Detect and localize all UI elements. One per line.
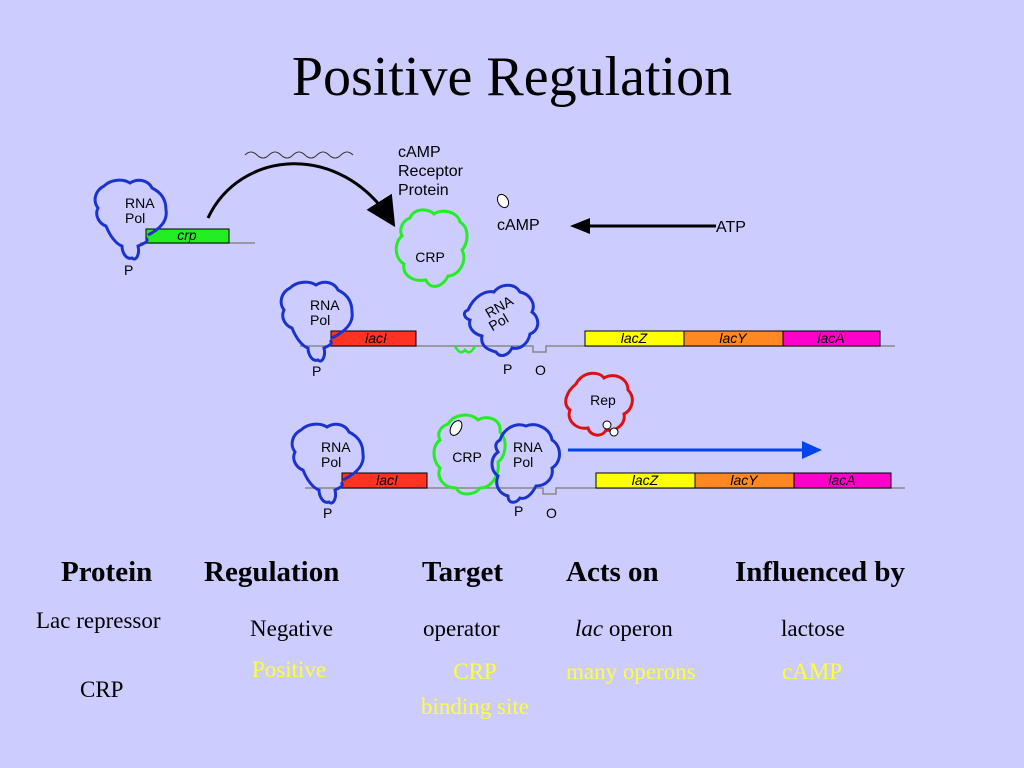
crp-gene-row: crp RNA Pol P xyxy=(93,151,396,278)
crp-site-fragment xyxy=(453,345,477,354)
promoter-label: P xyxy=(323,505,332,521)
rna-pol-blob-lac xyxy=(462,283,540,357)
cell-regulation-positive: Positive xyxy=(252,657,327,682)
inducer-icon xyxy=(602,420,612,430)
operator-notch xyxy=(540,487,905,495)
rna-pol-blob-laci xyxy=(290,422,365,505)
laca-gene-box xyxy=(793,472,892,489)
lacy-label: lacY xyxy=(719,330,748,346)
rna-pol-label-2: Pol xyxy=(125,210,145,226)
lac-operon-row-1: lacI lacZ lacY lacA RNA Pol P RNA Pol P … xyxy=(279,280,895,379)
cell-regulation-negative: Negative xyxy=(250,616,334,641)
operator-notch xyxy=(530,345,895,353)
camp-molecule-icon xyxy=(449,420,463,436)
camp-molecule-icon xyxy=(496,193,510,209)
operator-label: O xyxy=(546,505,557,521)
expression-arrow xyxy=(206,162,396,228)
lacy-label: lacY xyxy=(730,472,759,488)
rna-pol-blob-laci xyxy=(279,280,354,363)
cell-influenced-lactose: lactose xyxy=(781,616,845,641)
promoter-label: P xyxy=(514,503,523,519)
laci-label: lacI xyxy=(365,330,387,346)
rna-pol-label-1: RNA xyxy=(513,439,543,455)
mrna-wave xyxy=(244,151,354,159)
crp-label: CRP xyxy=(452,449,482,465)
rna-pol-label-2: Pol xyxy=(321,454,341,470)
transcription-arrow-head xyxy=(802,441,822,459)
header-regulation: Regulation xyxy=(204,556,340,588)
lacz-label: lacZ xyxy=(632,472,659,488)
rna-pol-label-1: RNA xyxy=(321,439,351,455)
cell-target-operator: operator xyxy=(423,616,500,641)
camp-label: cAMP xyxy=(497,217,540,234)
rep-label: Rep xyxy=(590,392,616,408)
laci-label: lacI xyxy=(376,472,398,488)
cell-influenced-camp: cAMP xyxy=(782,659,843,684)
header-influenced-by: Influenced by xyxy=(735,556,906,588)
page-title: Positive Regulation xyxy=(291,46,733,108)
atp-arrow-head xyxy=(570,218,590,234)
promoter-label: P xyxy=(312,363,321,379)
crp-gene-label: crp xyxy=(177,227,197,243)
rna-pol-label-1: RNA xyxy=(310,297,340,313)
camp-receptor-label-1: cAMP xyxy=(398,144,441,161)
crp-gene-box xyxy=(145,228,230,244)
cell-target-crp: CRP xyxy=(453,659,497,684)
cell-protein-lac-repressor: Lac repressor xyxy=(36,608,161,633)
cell-acts-on-lac-operon: lac operon xyxy=(575,616,673,641)
camp-receptor-label-3: Protein xyxy=(398,182,449,199)
atp-label: ATP xyxy=(716,219,746,236)
header-target: Target xyxy=(422,556,504,588)
operon-diagram: crp RNA Pol P cAMP Receptor Protein CRP … xyxy=(93,144,905,521)
cell-protein-crp: CRP xyxy=(80,677,124,702)
cell-acts-on-many-operons: many operons xyxy=(566,659,696,684)
laca-label: lacA xyxy=(817,330,844,346)
lacz-label: lacZ xyxy=(621,330,648,346)
laci-gene-box xyxy=(341,472,428,489)
rep-protein: Rep xyxy=(564,371,634,437)
operator-label: O xyxy=(535,362,546,378)
cell-target-binding-site: binding site xyxy=(421,694,529,719)
rna-pol-label-2: Pol xyxy=(310,312,330,328)
crp-label: CRP xyxy=(415,249,445,265)
laci-gene-box xyxy=(330,330,417,347)
lac-operon-row-2: lacI lacZ lacY lacA RNA Pol P CRP RNA Po… xyxy=(290,413,905,521)
rep-blob xyxy=(564,371,634,437)
promoter-label: P xyxy=(503,361,512,377)
promoter-label: P xyxy=(124,262,133,278)
camp-receptor-label-2: Receptor xyxy=(398,163,464,180)
camp-atp: cAMP ATP xyxy=(496,193,746,236)
rna-pol-label-2: Pol xyxy=(513,454,533,470)
rna-pol-blob-lac xyxy=(490,423,561,504)
header-protein: Protein xyxy=(61,556,153,588)
free-crp-protein: cAMP Receptor Protein CRP xyxy=(394,144,469,288)
crp-blob xyxy=(394,208,469,288)
inducer-icon xyxy=(609,427,619,437)
crp-blob-bound xyxy=(432,413,507,496)
laca-gene-box xyxy=(782,330,881,347)
laca-label: lacA xyxy=(828,472,855,488)
rna-pol-blob xyxy=(93,178,168,261)
rna-pol-label-1: RNA xyxy=(125,195,155,211)
header-acts-on: Acts on xyxy=(566,556,659,588)
